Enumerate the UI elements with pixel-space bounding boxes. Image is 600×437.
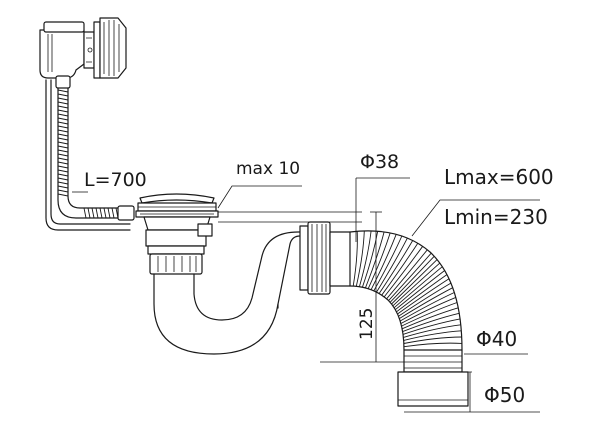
max-height-leader: [217, 185, 302, 209]
corrugated-hose: [349, 230, 463, 351]
overflow-head: [39, 17, 127, 79]
cable-length-label: L=700: [84, 169, 147, 191]
max-height-extension-lines: [218, 211, 362, 223]
hose-length-min-label: Lmin=230: [444, 205, 548, 229]
hose-length-max-label: Lmax=600: [444, 165, 554, 189]
diameter-38-label: Φ38: [360, 151, 399, 173]
control-cable: [45, 79, 131, 231]
cable-hose: [57, 85, 133, 219]
u-bend-trap: [153, 231, 311, 355]
drop-height-dimension: [320, 211, 404, 363]
sink-strainer: [135, 193, 219, 247]
cable-hose-bottom-fitting: [117, 205, 135, 221]
diameter-50-label: Φ50: [484, 383, 525, 407]
cable-hose-top-fitting: [55, 75, 71, 89]
outlet-union-nut: [299, 221, 351, 295]
diameter-40-label: Φ40: [476, 327, 517, 351]
max-height-label: max 10: [236, 159, 300, 179]
drop-height-label: 125: [357, 308, 377, 340]
outlet-adaptor: [397, 349, 469, 407]
trap-nut: [147, 245, 205, 275]
hose-length-leader: [411, 199, 540, 237]
